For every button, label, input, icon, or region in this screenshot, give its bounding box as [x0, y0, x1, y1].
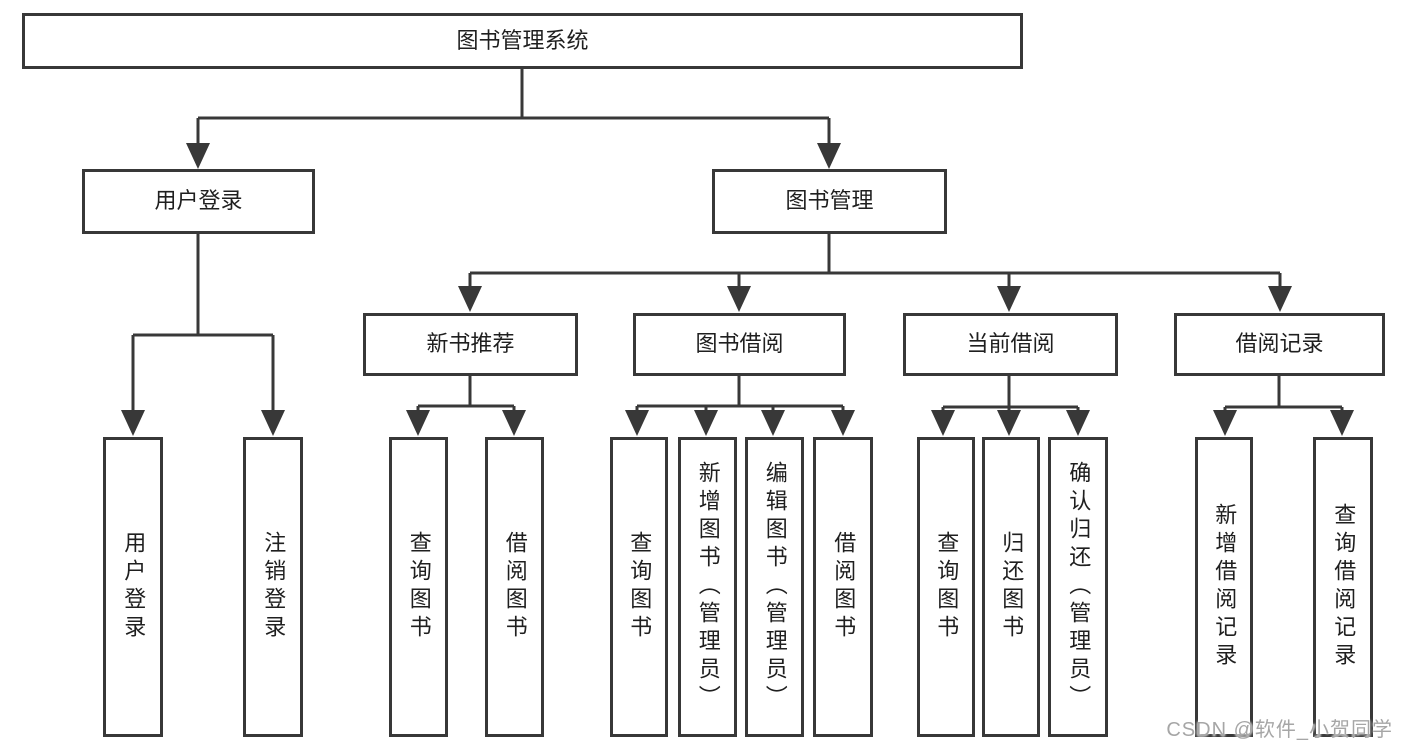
node-label-query-books-rec: 查询图书 — [406, 531, 432, 643]
node-user-login-leaf: 用户登录 — [103, 437, 163, 737]
node-borrowing-records: 借阅记录 — [1174, 313, 1385, 376]
node-label-return-books: 归还图书 — [999, 531, 1025, 643]
node-add-borrow-record: 新增借阅记录 — [1195, 437, 1253, 737]
node-label-add-borrow-record: 新增借阅记录 — [1212, 503, 1238, 671]
node-edit-books-admin: 编辑图书（管理员） — [745, 437, 804, 737]
node-current-borrowing: 当前借阅 — [903, 313, 1118, 376]
node-label-add-books-admin: 新增图书（管理员） — [695, 461, 721, 713]
node-book-borrowing: 图书借阅 — [633, 313, 846, 376]
node-borrow-books-borrow: 借阅图书 — [813, 437, 873, 737]
node-label-book-management: 图书管理 — [785, 188, 874, 214]
node-label-new-book-recommend: 新书推荐 — [426, 331, 515, 357]
node-label-confirm-return-admin: 确认归还（管理员） — [1066, 461, 1092, 713]
node-query-books-borrow: 查询图书 — [610, 437, 668, 737]
node-label-borrowing-records: 借阅记录 — [1235, 331, 1324, 357]
node-add-books-admin: 新增图书（管理员） — [678, 437, 737, 737]
node-label-root: 图书管理系统 — [456, 27, 589, 53]
node-new-book-recommend: 新书推荐 — [363, 313, 578, 376]
node-logout-leaf: 注销登录 — [243, 437, 303, 737]
node-query-books-rec: 查询图书 — [389, 437, 448, 737]
node-label-logout-leaf: 注销登录 — [261, 531, 287, 643]
node-label-query-borrow-record: 查询借阅记录 — [1331, 503, 1357, 671]
watermark: CSDN @软件_小贺同学 — [1166, 719, 1393, 741]
node-label-borrow-books-borrow: 借阅图书 — [831, 531, 857, 643]
node-label-user-login-leaf: 用户登录 — [121, 531, 147, 643]
node-root: 图书管理系统 — [22, 13, 1023, 69]
node-label-current-borrowing: 当前借阅 — [966, 331, 1055, 357]
node-book-management: 图书管理 — [712, 169, 947, 234]
node-query-borrow-record: 查询借阅记录 — [1313, 437, 1373, 737]
node-label-edit-books-admin: 编辑图书（管理员） — [762, 461, 788, 713]
node-query-books-current: 查询图书 — [917, 437, 975, 737]
node-label-book-borrowing: 图书借阅 — [695, 331, 784, 357]
node-confirm-return-admin: 确认归还（管理员） — [1048, 437, 1108, 737]
node-borrow-books-rec: 借阅图书 — [485, 437, 544, 737]
node-label-user-login: 用户登录 — [154, 188, 243, 214]
node-label-query-books-borrow: 查询图书 — [627, 531, 653, 643]
node-label-borrow-books-rec: 借阅图书 — [502, 531, 528, 643]
node-user-login: 用户登录 — [82, 169, 315, 234]
node-label-query-books-current: 查询图书 — [934, 531, 960, 643]
node-return-books: 归还图书 — [982, 437, 1040, 737]
